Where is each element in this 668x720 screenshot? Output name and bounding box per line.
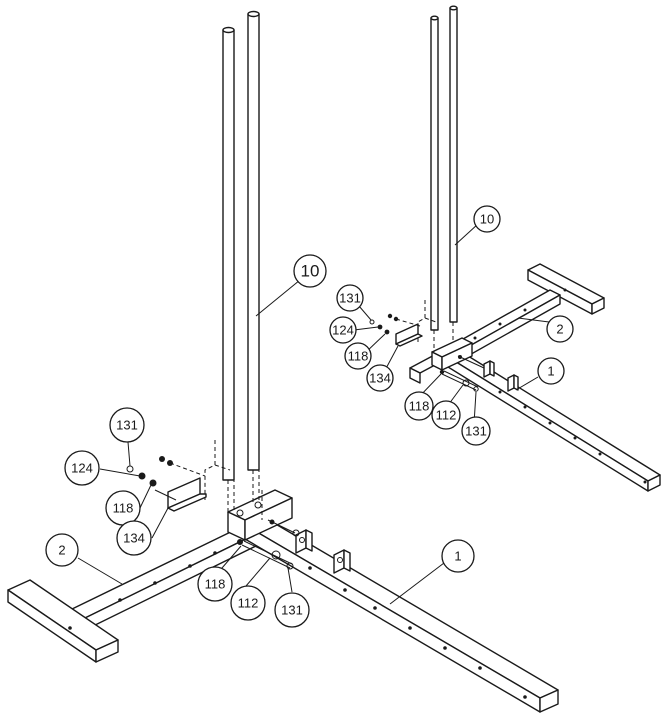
callout-131b-main-label: 131 (281, 603, 303, 618)
callout-1-inset-label: 1 (547, 364, 554, 379)
callout-118-main-label: 118 (113, 501, 134, 516)
inset-part-10-upright-right (449, 5, 458, 323)
part-2-foot (7, 579, 119, 663)
callout-2-main: 2 (45, 533, 79, 567)
callout-131-inset: 131 (336, 284, 364, 312)
callout-131-inset-label: 131 (339, 291, 361, 306)
callout-118-inset-label: 118 (348, 349, 369, 364)
callout-131b-inset-label: 131 (465, 424, 487, 439)
callout-2-main-label: 2 (58, 543, 65, 558)
bolt-112-main (237, 539, 294, 570)
inset-part-2-foot (527, 263, 605, 315)
callout-118b-main-label: 118 (205, 577, 226, 592)
clevis-bracket-2 (333, 549, 351, 574)
inset-clevis-bracket-2 (507, 374, 519, 392)
callout-118b-inset-label: 118 (409, 399, 430, 414)
callout-10-inset-label: 10 (480, 212, 494, 227)
callout-112-main-label: 112 (238, 596, 259, 611)
callout-134-inset: 134 (366, 364, 394, 392)
callout-124-main: 124 (64, 450, 100, 486)
callout-1-main-label: 1 (454, 549, 461, 564)
callout-134-main: 134 (116, 520, 152, 556)
leaders-main (77, 279, 445, 605)
callout-131-main: 131 (109, 407, 145, 443)
callout-10-inset: 10 (473, 205, 501, 233)
inset-bolt-112 (439, 355, 485, 392)
callout-112-inset: 112 (431, 400, 461, 430)
callout-134-inset-label: 134 (369, 371, 391, 386)
callout-1-main: 1 (441, 539, 475, 573)
callout-134-main-label: 134 (123, 531, 145, 546)
callout-10-main-label: 10 (301, 262, 320, 281)
part-10-upright-left (222, 26, 235, 481)
clevis-bracket-1 (295, 529, 313, 554)
callout-118-main: 118 (105, 490, 141, 526)
callout-131b-main: 131 (274, 592, 310, 628)
inset-junction-block (431, 337, 473, 371)
callout-112-main: 112 (230, 585, 266, 621)
callout-131b-inset: 131 (461, 416, 491, 446)
inset-part-134-plate (395, 323, 423, 347)
callout-124-inset: 124 (329, 316, 357, 344)
main-assembly: 10 131 124 118 134 2 118 112 (7, 10, 559, 713)
part-10-upright-right (247, 10, 260, 471)
callout-118-inset: 118 (344, 342, 372, 370)
callout-124-main-label: 124 (71, 461, 93, 476)
callout-112-inset-label: 112 (436, 408, 457, 423)
inset-part-10-upright-left (430, 15, 439, 331)
hardware-stack-main (126, 456, 206, 487)
junction-block (227, 489, 293, 541)
callout-2-inset: 2 (546, 315, 574, 343)
callout-10-main: 10 (293, 254, 327, 288)
callout-118b-main: 118 (197, 566, 233, 602)
callout-124-inset-label: 124 (332, 323, 354, 338)
callout-2-inset-label: 2 (556, 322, 563, 337)
inset-assembly: 10 131 124 118 134 2 1 118 (329, 5, 661, 492)
inset-hardware-stack (369, 313, 421, 335)
callout-131-main-label: 131 (116, 418, 138, 433)
callout-1-inset: 1 (537, 357, 565, 385)
inset-clevis-bracket-1 (483, 360, 495, 378)
part-2-crossbar (69, 524, 261, 631)
callout-118b-inset: 118 (404, 391, 434, 421)
bolt-rear-main (267, 519, 300, 537)
alignment-lines-main (204, 440, 263, 520)
part-134-plate-main (154, 477, 207, 512)
